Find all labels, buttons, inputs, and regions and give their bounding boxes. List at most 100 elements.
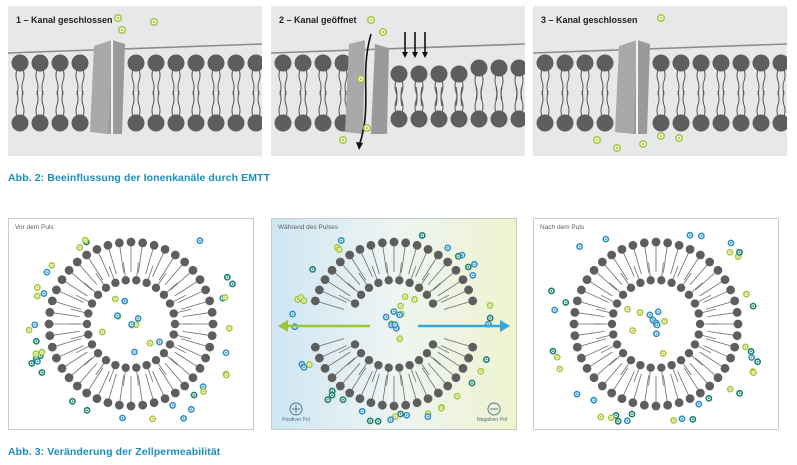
- lipid-head: [726, 285, 735, 295]
- lipid-head: [636, 278, 645, 288]
- lipid-head: [374, 278, 383, 288]
- panel-label: 1 – Kanal geschlossen: [16, 15, 113, 25]
- lipid-head: [247, 114, 262, 132]
- lipid-head: [772, 114, 787, 132]
- panel-label: 3 – Kanal geschlossen: [541, 15, 638, 25]
- lipid-head: [310, 342, 320, 352]
- lipid-head: [612, 299, 622, 308]
- lipid-head: [180, 381, 190, 391]
- lipid-head: [355, 245, 365, 254]
- lipid-head: [752, 54, 770, 72]
- lipid-head: [111, 360, 120, 370]
- lipid-head: [596, 114, 614, 132]
- lipid-head: [377, 238, 387, 248]
- lipid-head: [169, 309, 178, 318]
- lipid-head: [589, 265, 599, 275]
- lipid-head: [470, 110, 488, 128]
- lipid-head: [138, 238, 148, 248]
- lipid-head: [11, 114, 29, 132]
- lipid-head: [690, 340, 700, 349]
- lipid-head: [451, 373, 461, 383]
- membrane-channel-illustration: [533, 14, 787, 153]
- lipid-head: [187, 54, 205, 72]
- lipid-head: [364, 283, 374, 292]
- lipid-head: [160, 394, 170, 403]
- channel-panel-closed-3: 3 – Kanal geschlossen: [533, 6, 787, 156]
- lipid-head: [536, 54, 554, 72]
- lipid-head: [626, 356, 636, 365]
- lipid-head: [356, 290, 366, 300]
- lipid-head: [713, 265, 723, 275]
- lipid-head: [335, 257, 345, 267]
- channel-protein: [615, 40, 637, 134]
- lipid-head: [207, 331, 217, 341]
- lipid-head: [596, 54, 614, 72]
- lipid-head: [458, 363, 468, 373]
- lipid-head: [667, 278, 676, 288]
- lipid-head: [705, 257, 715, 267]
- lipid-head: [450, 110, 468, 128]
- lipid-head: [657, 363, 666, 372]
- lipid-head: [510, 59, 525, 77]
- lipid-head: [93, 290, 103, 300]
- lipid-head: [207, 307, 217, 317]
- lipid-head: [694, 330, 703, 339]
- lipid-head: [422, 348, 432, 358]
- lipid-head: [646, 363, 655, 372]
- lipid-head: [72, 257, 82, 267]
- lipid-head: [314, 54, 332, 72]
- lipid-head: [327, 265, 337, 275]
- lipid-head: [674, 240, 684, 250]
- lipid-head: [428, 340, 438, 349]
- lipid-head: [617, 245, 627, 254]
- lipid-head: [126, 237, 136, 247]
- lipid-head: [663, 400, 673, 410]
- lipid-head: [451, 265, 461, 275]
- lipid-head: [167, 54, 185, 72]
- lipid-head: [84, 330, 93, 339]
- lipid-head: [639, 400, 649, 410]
- lipid-head: [651, 401, 661, 411]
- lipid-head: [92, 394, 102, 403]
- lipid-head: [412, 240, 422, 250]
- lipid-head: [510, 110, 525, 128]
- lipid-head: [695, 319, 705, 329]
- lipid-head: [205, 342, 215, 352]
- lipid-head: [422, 290, 432, 300]
- lipid-head: [470, 59, 488, 77]
- lipid-head: [170, 388, 180, 398]
- lipid-head: [618, 290, 628, 300]
- lipid-head: [294, 114, 312, 132]
- panel-label: Während des Pulses: [278, 224, 338, 231]
- plus-pole-icon: [289, 402, 303, 416]
- cell-illustration: [548, 231, 762, 425]
- lipid-head: [694, 309, 703, 318]
- lipid-head: [87, 299, 97, 308]
- lipid-head: [356, 348, 366, 358]
- lipid-head: [430, 110, 448, 128]
- lipid-head: [570, 307, 580, 317]
- lipid-head: [692, 114, 710, 132]
- lipid-head: [366, 398, 376, 408]
- lipid-head: [71, 54, 89, 72]
- lipid-head: [52, 285, 61, 295]
- lipid-head: [205, 296, 215, 306]
- lipid-head: [458, 275, 468, 285]
- lipid-head: [165, 299, 175, 308]
- lipid-head: [572, 342, 582, 352]
- lipid-head: [111, 278, 120, 288]
- lipid-head: [732, 114, 750, 132]
- lipid-head: [364, 356, 374, 365]
- lipid-head: [685, 245, 695, 254]
- lipid-head: [652, 114, 670, 132]
- lipid-head: [556, 114, 574, 132]
- lipid-head: [227, 114, 245, 132]
- lipid-head: [433, 250, 443, 260]
- lipid-head: [384, 276, 393, 285]
- lipid-head: [227, 54, 245, 72]
- lipid-head: [617, 394, 627, 403]
- lipid-head: [468, 342, 478, 352]
- lipid-head: [712, 114, 730, 132]
- channel-protein: [345, 40, 365, 134]
- lipid-head: [170, 319, 180, 329]
